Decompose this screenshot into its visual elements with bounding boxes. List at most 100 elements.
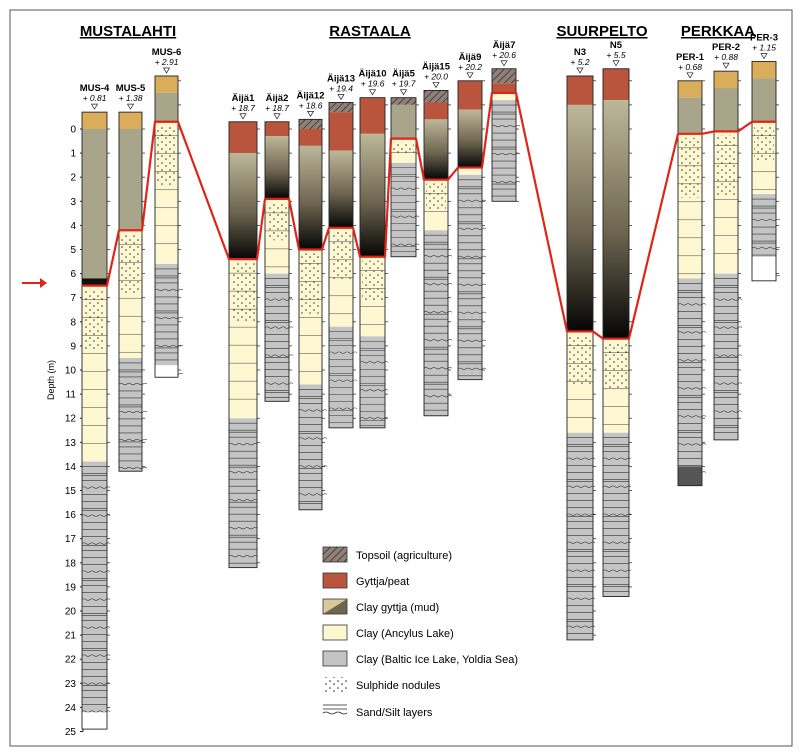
- legend: Topsoil (agriculture) Gyttja/peat Clay g…: [322, 546, 518, 719]
- core-outline: [423, 89, 449, 417]
- depth-tick-label: 0: [70, 125, 76, 136]
- core-elevation-label: + 20.2: [458, 62, 482, 72]
- sulphide-nodules: [331, 231, 351, 282]
- unit-gyttja: [229, 121, 257, 154]
- unit-ancylus-clay: [492, 92, 516, 101]
- core-elevation-label: + 19.4: [329, 83, 353, 93]
- core-column: MUS-5+ 1.38: [116, 83, 148, 472]
- core-elevation-label: + 5.2: [570, 57, 589, 67]
- unit-topsoil: [391, 97, 416, 105]
- core-column: N3+ 5.2: [566, 47, 596, 641]
- unit-baltic-clay: [678, 278, 702, 486]
- sand-layer: [154, 316, 184, 320]
- core-outline: [264, 121, 290, 402]
- sand-layer: [390, 187, 420, 190]
- legend-label-clay-gyttja: Clay gyttja (mud): [356, 602, 439, 614]
- unit-peat: [155, 75, 178, 93]
- core-column: Äijä10+ 19.6: [359, 69, 389, 429]
- unit-topsoil: [329, 102, 353, 113]
- unit-baltic-clay: [714, 273, 738, 440]
- group-title-suurpelto: SUURPELTO: [556, 23, 647, 40]
- unit-dark_grad: [329, 150, 353, 228]
- core-outline: [298, 118, 323, 511]
- unit-clay_gyttja: [391, 104, 416, 139]
- core-column: Äijä5+ 19.7: [390, 69, 420, 258]
- core-elevation-label: + 20.0: [424, 71, 448, 81]
- unit-gyttja: [329, 112, 353, 151]
- unit-gyttja: [603, 68, 629, 101]
- unit-dark_grad: [360, 133, 385, 257]
- depth-tick-label: 21: [65, 631, 77, 642]
- legend-label-topsoil: Topsoil (agriculture): [356, 550, 452, 562]
- unit-baltic-clay: [299, 384, 322, 510]
- core-elevation-label: + 2.91: [155, 57, 179, 67]
- unit-gyttja: [299, 129, 322, 146]
- sulphide-nodules: [754, 125, 774, 162]
- core-outline: [81, 111, 108, 730]
- unit-bedrock: [678, 466, 702, 486]
- sulphide-nodules: [426, 183, 446, 209]
- group-title-perkkaa: PERKKAA: [681, 23, 755, 40]
- sulphide-nodules: [362, 260, 383, 301]
- core-column: MUS-4+ 0.81: [80, 83, 111, 730]
- core-column: Äijä13+ 19.4: [327, 73, 358, 429]
- legend-swatch-nodules: [323, 677, 347, 692]
- core-column: PER-1+ 0.68: [676, 52, 707, 487]
- unit-topsoil: [492, 68, 516, 84]
- elevation-triangle-icon: [239, 113, 247, 120]
- core-id-label: Äijä2: [266, 93, 289, 104]
- unit-clay_gyttja: [678, 97, 702, 134]
- core-id-label: Äijä7: [493, 40, 516, 51]
- elevation-triangle-icon: [722, 62, 730, 69]
- core-elevation-label: + 19.7: [392, 79, 416, 89]
- legend-swatch-topsoil: [322, 546, 348, 563]
- sand-layer: [81, 514, 111, 517]
- core-elevation-label: + 18.7: [265, 103, 289, 113]
- core-outline: [457, 80, 483, 381]
- sand-layer: [228, 499, 258, 502]
- legend-swatch-gyttja: [322, 572, 348, 589]
- unit-peat: [119, 112, 142, 129]
- unit-gyttja: [424, 102, 448, 120]
- sand-layer: [228, 471, 258, 474]
- depth-tick-label: 4: [70, 221, 76, 232]
- depth-tick-label: 19: [65, 582, 77, 593]
- core-outline: [751, 61, 777, 282]
- elevation-triangle-icon: [126, 103, 135, 110]
- depth-tick-label: 10: [65, 366, 77, 377]
- core-id-label: PER-3: [750, 33, 778, 44]
- core-outline: [118, 111, 143, 472]
- depth-tick-label: 17: [65, 534, 77, 545]
- sand-layer: [602, 513, 632, 516]
- unit-dark_grad: [299, 145, 322, 250]
- unit-clay_gyttja: [82, 129, 107, 279]
- core-id-label: Äijä5: [392, 69, 415, 80]
- legend-label-gyttja: Gyttja/peat: [356, 576, 409, 588]
- unit-clay_gyttja: [714, 88, 738, 132]
- elevation-triangle-icon: [90, 103, 99, 110]
- depth-tick-label: 9: [70, 341, 76, 352]
- elevation-triangle-icon: [368, 89, 377, 96]
- legend-label-sand: Sand/Silt layers: [356, 707, 433, 719]
- core-id-label: Äijä1: [232, 93, 255, 104]
- core-elevation-label: + 20.6: [492, 50, 516, 60]
- core-elevation-label: + 0.68: [678, 62, 702, 72]
- depth-tick-label: 2: [70, 173, 76, 184]
- sulphide-nodules: [157, 125, 176, 186]
- core-column: Äijä2+ 18.7: [264, 93, 294, 402]
- sand-layer: [228, 443, 258, 446]
- sand-layer: [390, 243, 420, 246]
- elevation-triangle-icon: [466, 72, 474, 79]
- unit-peat: [678, 80, 702, 98]
- depth-tick-label: 7: [70, 293, 76, 304]
- core-outline: [491, 68, 517, 202]
- core-id-label: Äijä15: [422, 61, 451, 72]
- correlation-line-layer: [82, 91, 776, 340]
- elevation-triangle-icon: [612, 60, 620, 67]
- core-id-label: PER-1: [676, 52, 705, 63]
- unit-dark_grad: [424, 119, 448, 180]
- sand-layer: [566, 485, 596, 488]
- sand-layer: [359, 389, 389, 392]
- sand-layer: [81, 682, 111, 685]
- unit-gyttja: [458, 80, 482, 110]
